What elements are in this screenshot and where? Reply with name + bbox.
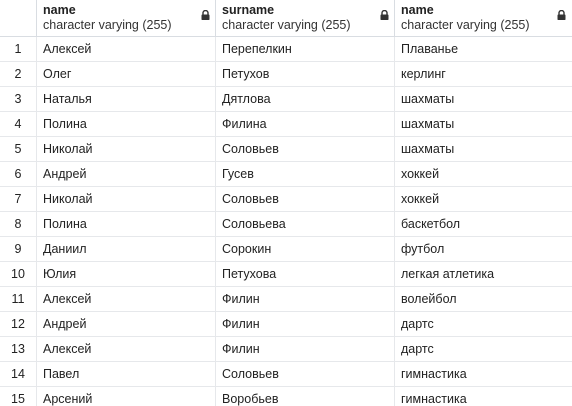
cell-surname[interactable]: Сорокин (216, 237, 395, 262)
table-row[interactable]: 2 Олег Петухов керлинг (0, 62, 572, 87)
cell-surname[interactable]: Соловьев (216, 362, 395, 387)
cell-surname[interactable]: Воробьев (216, 387, 395, 406)
cell-surname[interactable]: Филина (216, 112, 395, 137)
column-name: surname (222, 3, 275, 17)
cell-sport[interactable]: шахматы (401, 117, 455, 131)
cell-sport[interactable]: шахматы (401, 92, 455, 106)
table-row[interactable]: 15 Арсений Воробьев гимнастика (0, 387, 572, 406)
cell-surname[interactable]: Соловьев (216, 187, 395, 212)
cell-surname[interactable]: Петухова (216, 262, 395, 287)
cell-name[interactable]: Алексей (37, 337, 216, 362)
row-number[interactable]: 13 (0, 337, 37, 362)
cell-surname[interactable]: Соловьев (216, 137, 395, 162)
row-number[interactable]: 9 (0, 237, 37, 262)
cell-sport[interactable]: керлинг (401, 67, 446, 81)
cell-sport[interactable]: шахматы (401, 142, 455, 156)
column-header-surname[interactable]: surname character varying (255) (216, 0, 395, 37)
cell-surname[interactable]: Филин (216, 337, 395, 362)
table-row[interactable]: 8 Полина Соловьева баскетбол (0, 212, 572, 237)
row-number[interactable]: 2 (0, 62, 37, 87)
row-number[interactable]: 8 (0, 212, 37, 237)
cell-sport[interactable]: хоккей (401, 192, 440, 206)
row-number[interactable]: 3 (0, 87, 37, 112)
cell-surname[interactable]: Гусев (216, 162, 395, 187)
cell-sport[interactable]: дартс (401, 317, 434, 331)
table-row[interactable]: 7 Николай Соловьев хоккей (0, 187, 572, 212)
column-name: name (401, 3, 434, 17)
cell-sport[interactable]: гимнастика (401, 367, 467, 381)
row-number[interactable]: 14 (0, 362, 37, 387)
cell-sport[interactable]: футбол (401, 242, 445, 256)
table-row[interactable]: 5 Николай Соловьев шахматы (0, 137, 572, 162)
table-row[interactable]: 14 Павел Соловьев гимнастика (0, 362, 572, 387)
row-number-header[interactable] (0, 0, 37, 37)
cell-name[interactable]: Полина (37, 112, 216, 137)
table-row[interactable]: 12 Андрей Филин дартс (0, 312, 572, 337)
cell-sport[interactable]: дартс (401, 342, 434, 356)
row-number[interactable]: 12 (0, 312, 37, 337)
cell-name[interactable]: Алексей (37, 37, 216, 62)
cell-name[interactable]: Николай (37, 187, 216, 212)
cell-name[interactable]: Наталья (37, 87, 216, 112)
column-type: character varying (255) (43, 18, 172, 32)
row-number[interactable]: 11 (0, 287, 37, 312)
cell-name[interactable]: Олег (37, 62, 216, 87)
cell-sport[interactable]: баскетбол (401, 217, 461, 231)
row-number[interactable]: 10 (0, 262, 37, 287)
cell-name[interactable]: Арсений (37, 387, 216, 406)
cell-surname[interactable]: Филин (216, 312, 395, 337)
row-number[interactable]: 7 (0, 187, 37, 212)
grid-header: name character varying (255) surname cha… (0, 0, 572, 37)
cell-sport[interactable]: Плаванье (401, 42, 459, 56)
table-row[interactable]: 13 Алексей Филин дартс (0, 337, 572, 362)
row-number[interactable]: 1 (0, 37, 37, 62)
table-row[interactable]: 11 Алексей Филин волейбол (0, 287, 572, 312)
cell-name[interactable]: Андрей (37, 162, 216, 187)
column-header-sport-name[interactable]: name character varying (255) (395, 0, 572, 37)
table-row[interactable]: 6 Андрей Гусев хоккей (0, 162, 572, 187)
table-row[interactable]: 4 Полина Филина шахматы (0, 112, 572, 137)
cell-sport[interactable]: волейбол (401, 292, 457, 306)
column-type: character varying (255) (401, 18, 530, 32)
cell-name[interactable]: Павел (37, 362, 216, 387)
row-number[interactable]: 6 (0, 162, 37, 187)
table-row[interactable]: 9 Даниил Сорокин футбол (0, 237, 572, 262)
cell-surname[interactable]: Филин (216, 287, 395, 312)
cell-name[interactable]: Алексей (37, 287, 216, 312)
column-type: character varying (255) (222, 18, 351, 32)
cell-name[interactable]: Даниил (37, 237, 216, 262)
lock-icon (557, 10, 566, 20)
table-row[interactable]: 1 Алексей Перепелкин Плаванье (0, 37, 572, 62)
cell-sport[interactable]: легкая атлетика (401, 267, 495, 281)
column-header-name[interactable]: name character varying (255) (37, 0, 216, 37)
lock-icon (380, 10, 389, 20)
cell-surname[interactable]: Петухов (216, 62, 395, 87)
cell-surname[interactable]: Перепелкин (216, 37, 395, 62)
row-number[interactable]: 5 (0, 137, 37, 162)
column-name: name (43, 3, 76, 17)
row-number[interactable]: 4 (0, 112, 37, 137)
cell-surname[interactable]: Дятлова (216, 87, 395, 112)
table-row[interactable]: 3 Наталья Дятлова шахматы (0, 87, 572, 112)
cell-name[interactable]: Андрей (37, 312, 216, 337)
cell-name[interactable]: Юлия (37, 262, 216, 287)
cell-name[interactable]: Николай (37, 137, 216, 162)
cell-surname[interactable]: Соловьева (216, 212, 395, 237)
row-number[interactable]: 15 (0, 387, 37, 406)
cell-name[interactable]: Полина (37, 212, 216, 237)
cell-sport[interactable]: гимнастика (401, 392, 467, 406)
table-row[interactable]: 10 Юлия Петухова легкая атлетика (0, 262, 572, 287)
lock-icon (201, 10, 210, 20)
cell-sport[interactable]: хоккей (401, 167, 440, 181)
